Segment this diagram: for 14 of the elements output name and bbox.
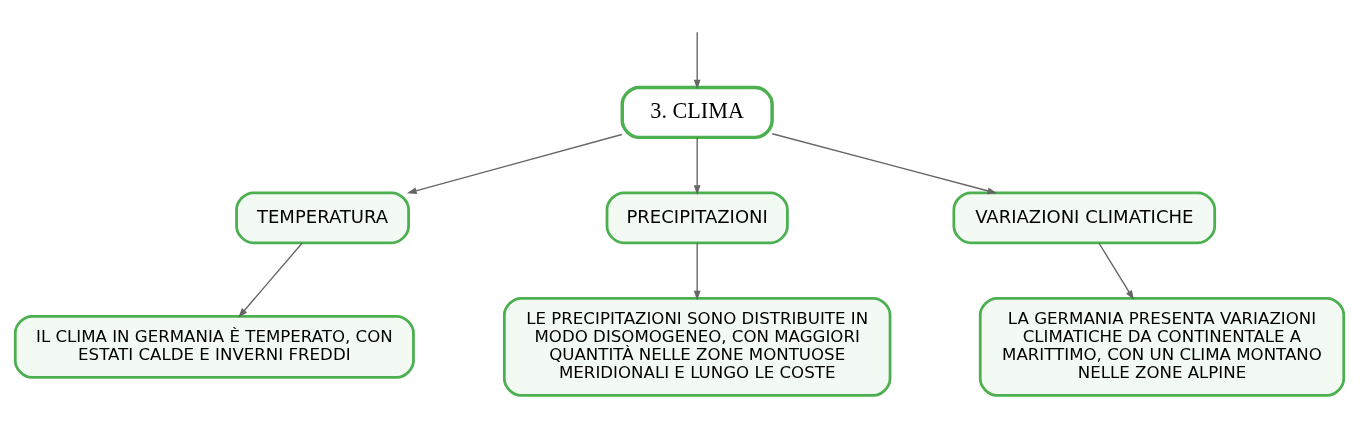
arrow	[406, 133, 623, 195]
arrow	[238, 242, 303, 318]
node-box: LE PRECIPITAZIONI SONO DISTRIBUITE IN MODO DISOMOGENEO, CON MAGGIORI QUANTITÀ NELLE ZONE MONTUOSE MERIDIONALI E LUNGO LE COSTE	[502, 296, 892, 397]
node-box: 3. CLIMA	[620, 85, 774, 140]
node-box: IL CLIMA IN GERMANIA È TEMPERATO, CON ESTATI CALDE E INVERNI FREDDI	[13, 315, 415, 379]
node-box: VARIAZIONI CLIMATICHE	[952, 191, 1217, 245]
arrow	[693, 31, 701, 90]
arrow	[693, 136, 701, 195]
node-box: PRECIPITAZIONI	[605, 191, 789, 245]
arrow	[1098, 242, 1135, 301]
arrow	[693, 242, 701, 301]
arrow	[771, 133, 998, 195]
node-box: TEMPERATURA	[235, 191, 410, 245]
node-box: LA GERMANIA PRESENTA VARIAZIONI CLIMATICHE DA CONTINENTALE A MARITTIMO, CON UN CLIMA MONTANO NELLE ZONE ALPINE	[978, 296, 1346, 397]
